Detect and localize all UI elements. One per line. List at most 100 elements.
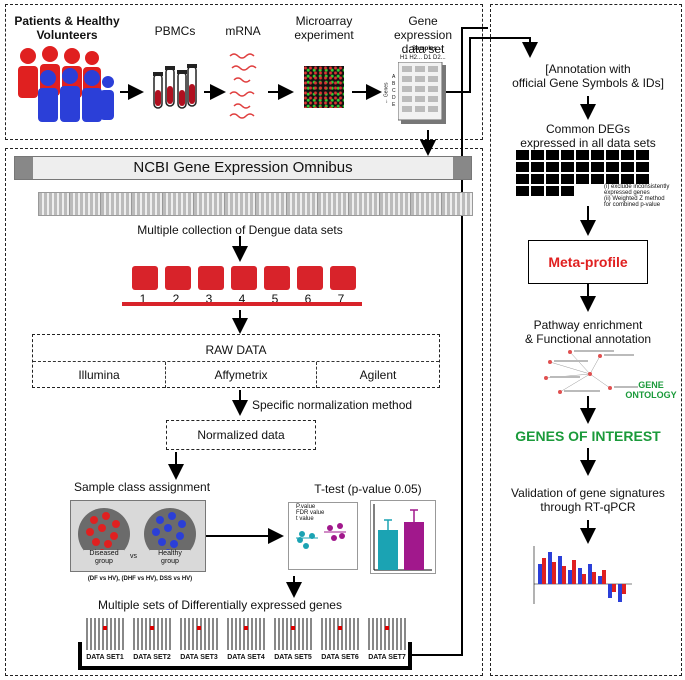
deg-block — [576, 162, 589, 172]
deg-dataset-grid — [274, 618, 312, 650]
dataset-number: 7 — [337, 292, 345, 306]
bar-plot — [373, 504, 432, 571]
deg-block — [561, 186, 574, 196]
geo-dataset-thumbnail — [38, 192, 70, 216]
deg-block — [561, 162, 574, 172]
geo-dataset-thumbnail — [379, 192, 411, 216]
people-icon — [18, 46, 114, 122]
dataset-underline — [122, 302, 362, 306]
dataset-square — [264, 266, 290, 290]
deg-block — [531, 174, 544, 184]
deg-dataset-grid — [227, 618, 265, 650]
deg-block — [531, 150, 544, 160]
deg-dataset-label: DATA SET7 — [368, 654, 406, 661]
normalized-data-box: Normalized data — [166, 420, 316, 450]
microarray-label: Microarray experiment — [294, 14, 354, 42]
platform-agilent: Agilent — [316, 362, 439, 388]
scatter-panel — [288, 502, 358, 570]
diseased-label: Diseased group — [84, 550, 124, 566]
deg-dataset-grid — [368, 618, 406, 650]
genes-of-interest-label: GENES OF INTEREST — [515, 428, 661, 444]
samples-label: Samples → — [412, 46, 445, 52]
geo-dataset-thumbnail — [255, 192, 287, 216]
geo-dataset-thumbnail — [162, 192, 194, 216]
dataset-square — [330, 266, 356, 290]
geo-dataset-thumbnail — [193, 192, 225, 216]
pathway-label: Pathway enrichment & Functional annotati… — [524, 318, 652, 346]
dataset-number: 6 — [304, 292, 312, 306]
gene-ontology-label: GENE ONTOLOGY — [625, 380, 677, 400]
method-notes: (i) exclude inconsistently expressed gen… — [604, 184, 670, 208]
platform-affymetrix: Affymetrix — [165, 362, 316, 388]
ncbi-banner: NCBI Gene Expression Omnibus — [14, 156, 472, 180]
platform-illumina: Illumina — [78, 368, 120, 382]
deg-block — [621, 162, 634, 172]
geo-dataset-thumbnail — [69, 192, 101, 216]
deg-block — [606, 174, 619, 184]
deg-block — [576, 150, 589, 160]
meta-profile-box: Meta-profile — [528, 240, 648, 284]
deg-dataset-grid — [180, 618, 218, 650]
dataset-square — [297, 266, 323, 290]
common-degs-label: Common DEGs expressed in all data sets — [520, 122, 656, 150]
ncbi-title: NCBI Gene Expression Omnibus — [133, 159, 353, 176]
dataset-square — [231, 266, 257, 290]
deg-block — [636, 150, 649, 160]
deg-dataset-label: DATA SET6 — [321, 654, 359, 661]
gene-expression-label: Gene expression data set — [393, 14, 453, 56]
deg-block — [606, 162, 619, 172]
dataset-number: 4 — [238, 292, 246, 306]
dataset-square — [132, 266, 158, 290]
deg-dataset-grid — [321, 618, 359, 650]
annotation-label: [Annotation with official Gene Symbols &… — [512, 62, 664, 90]
deg-dataset-label: DATA SET4 — [227, 654, 265, 661]
deg-block — [561, 150, 574, 160]
rtqpcr-chart — [533, 546, 632, 604]
test-tubes-icon — [153, 64, 197, 109]
right-section-box — [490, 4, 682, 676]
geo-dataset-thumbnail — [224, 192, 256, 216]
geo-dataset-thumbnail — [131, 192, 163, 216]
dataset-square — [198, 266, 224, 290]
comparisons-label: (DF vs HV), (DHF vs HV), DSS vs HV) — [87, 576, 193, 582]
deg-dataset-label: DATA SET3 — [180, 654, 218, 661]
deg-block — [546, 150, 559, 160]
deg-block — [561, 174, 574, 184]
multiple-collection-label: Multiple collection of Dengue data sets — [137, 223, 343, 237]
deg-block — [576, 174, 589, 184]
sample-groups-icon — [78, 508, 196, 560]
mrna-label: mRNA — [225, 24, 261, 38]
vs-label: vs — [130, 553, 137, 560]
deg-block — [621, 174, 634, 184]
deg-block — [591, 150, 604, 160]
pvalue-legend: P.value FDR value t value — [296, 504, 325, 522]
dataset-number: 2 — [172, 292, 180, 306]
top-section-box — [5, 4, 483, 140]
healthy-label: Healthy group — [150, 550, 190, 566]
geo-dataset-thumbnail — [286, 192, 318, 216]
microarray-image — [304, 66, 344, 108]
deg-block — [516, 150, 529, 160]
data-table-icon — [398, 62, 446, 124]
deg-block — [516, 162, 529, 172]
geo-dataset-thumbnail — [348, 192, 380, 216]
deg-block — [546, 174, 559, 184]
dataset-number: 1 — [139, 292, 147, 306]
normalization-label: Specific normalization method — [252, 398, 413, 412]
normalized-data-label: Normalized data — [197, 428, 285, 442]
ontology-network — [544, 350, 638, 394]
deg-block — [591, 174, 604, 184]
patients-label: Patients & Healthy Volunteers — [14, 14, 120, 42]
deg-block — [546, 186, 559, 196]
deg-dataset-label: DATA SET5 — [274, 654, 312, 661]
deg-block — [606, 150, 619, 160]
deg-dataset-label: DATA SET1 — [86, 654, 124, 661]
rows-label: A B C D E — [392, 74, 396, 108]
geo-dataset-thumbnail — [441, 192, 473, 216]
dataset-number: 5 — [271, 292, 279, 306]
dataset-number: 3 — [205, 292, 213, 306]
degs-label: Multiple sets of Differentially expresse… — [98, 598, 342, 612]
deg-block — [591, 162, 604, 172]
geo-dataset-thumbnail — [317, 192, 349, 216]
